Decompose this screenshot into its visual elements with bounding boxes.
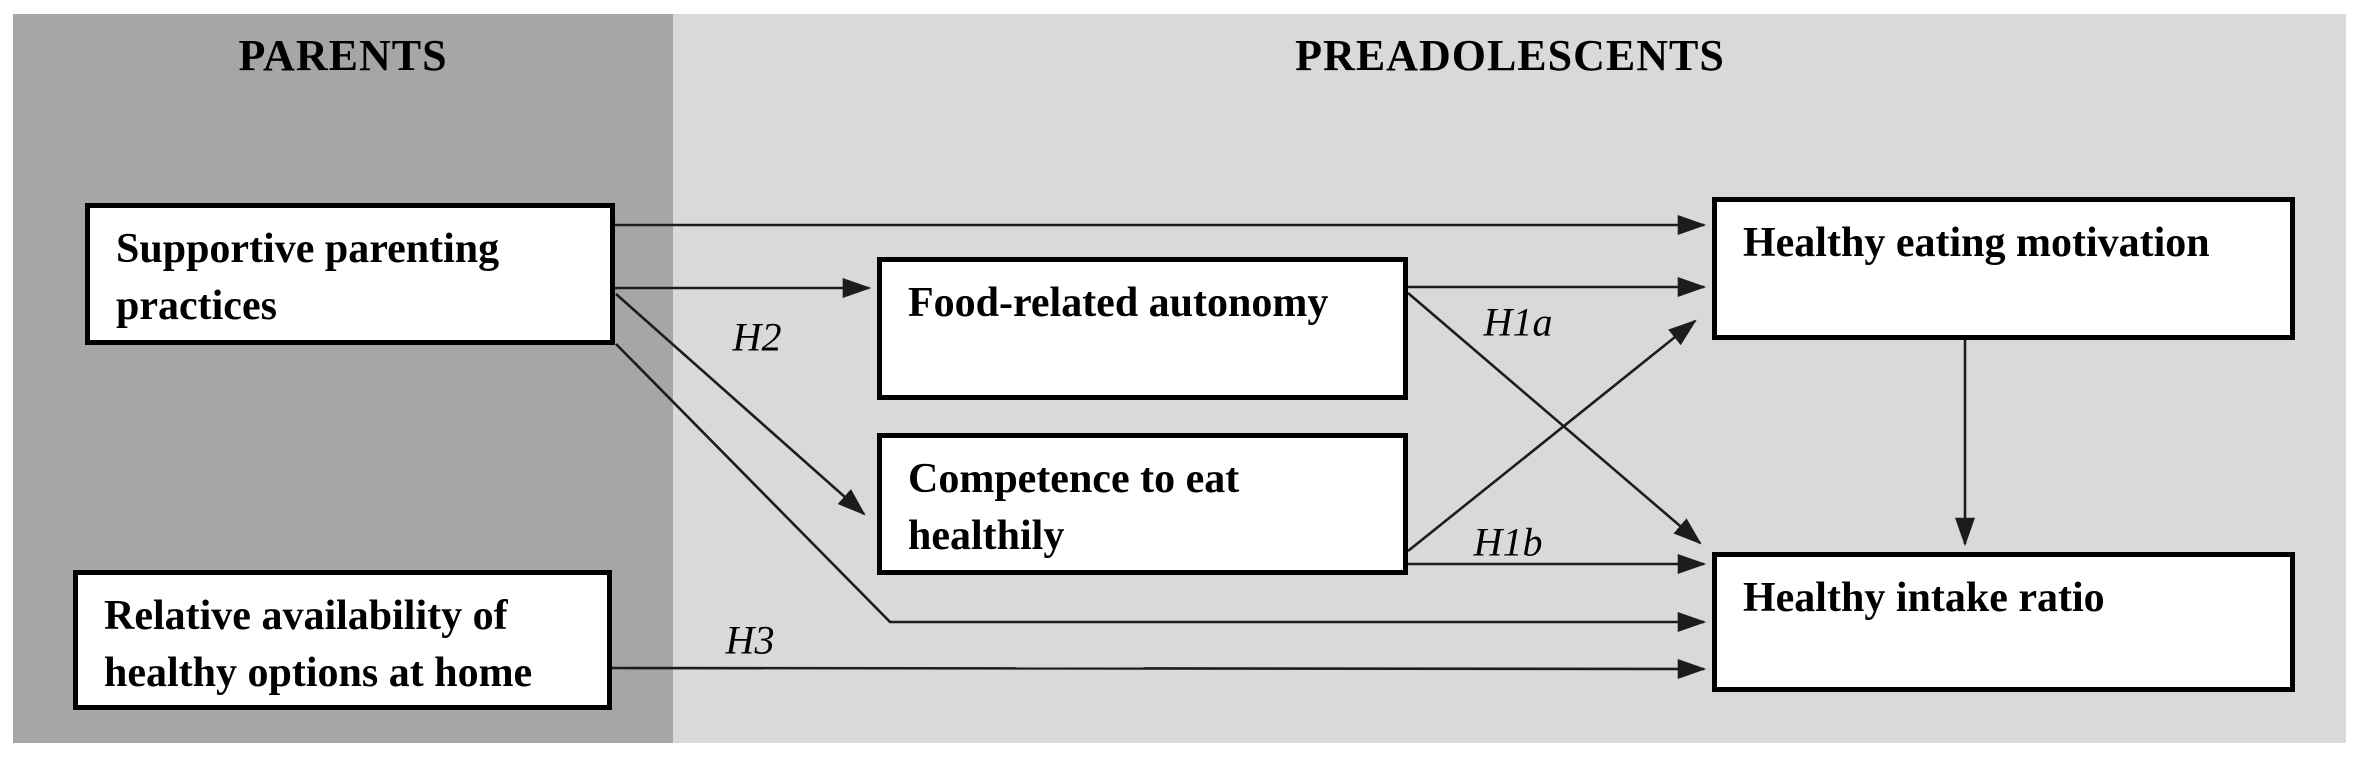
- box-availability-label: Relative availability of healthy options…: [104, 593, 533, 696]
- box-supportive-label: Supportive parenting practices: [116, 226, 500, 329]
- box-food-related-autonomy: Food-related autonomy: [877, 257, 1408, 400]
- arrow-autonomy-to-intake: [1407, 292, 1702, 545]
- box-supportive-parenting-practices: Supportive parenting practices: [85, 203, 615, 345]
- box-healthy-eating-motivation: Healthy eating motivation: [1712, 197, 2295, 340]
- box-healthy-intake-ratio: Healthy intake ratio: [1712, 552, 2295, 692]
- preadolescents-header: PREADOLESCENTS: [1295, 31, 1725, 80]
- arrow-availability-to-intake: [611, 658, 1707, 679]
- box-autonomy-label: Food-related autonomy: [908, 280, 1329, 326]
- arrow-supportive-to-intake: [615, 343, 1707, 633]
- arrow-competence-to-motivation: [1407, 319, 1697, 553]
- arrow-supportive-to-competence: [615, 293, 866, 516]
- hypothesis-label-h3: H3: [725, 617, 775, 663]
- box-relative-availability: Relative availability of healthy options…: [73, 570, 612, 710]
- hypothesis-label-h1b: H1b: [1473, 519, 1543, 565]
- box-competence-to-eat-healthily: Competence to eat healthily: [877, 433, 1408, 575]
- box-competence-label: Competence to eat healthily: [908, 456, 1240, 559]
- parents-header: PARENTS: [238, 31, 448, 80]
- box-intake-label: Healthy intake ratio: [1743, 575, 2105, 621]
- hypothesis-label-h2: H2: [732, 314, 782, 360]
- hypothesis-label-h1a: H1a: [1483, 299, 1553, 345]
- box-motivation-label: Healthy eating motivation: [1743, 220, 2210, 266]
